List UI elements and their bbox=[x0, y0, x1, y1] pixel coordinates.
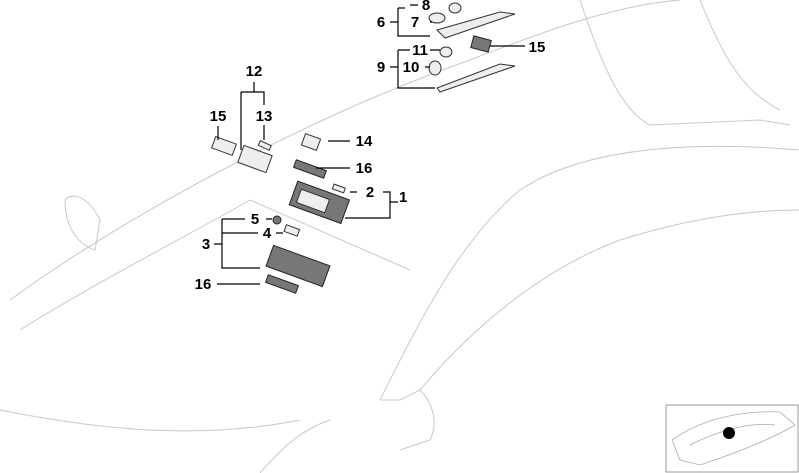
callout-13[interactable]: 13 bbox=[256, 108, 273, 125]
location-marker-icon bbox=[723, 427, 735, 439]
location-inset bbox=[665, 404, 799, 473]
socket-part bbox=[272, 215, 282, 225]
bulb-part bbox=[428, 12, 446, 24]
callout-11[interactable]: 11 bbox=[412, 42, 428, 59]
callout-6[interactable]: 6 bbox=[377, 14, 385, 31]
bulb-part bbox=[257, 139, 272, 151]
switch-part bbox=[210, 135, 238, 157]
callout-4[interactable]: 4 bbox=[263, 225, 272, 242]
callout-10[interactable]: 10 bbox=[403, 59, 420, 76]
bulb-part bbox=[331, 183, 346, 194]
trim-part bbox=[264, 274, 300, 294]
callout-14[interactable]: 14 bbox=[356, 133, 373, 150]
callout-9[interactable]: 9 bbox=[377, 59, 385, 76]
reading-light-part bbox=[436, 63, 516, 93]
callout-15-right[interactable]: 15 bbox=[529, 39, 546, 56]
leader-lines bbox=[214, 4, 525, 285]
callout-16-lower[interactable]: 16 bbox=[195, 276, 212, 293]
light-part bbox=[237, 144, 273, 174]
callout-1[interactable]: 1 bbox=[399, 189, 407, 206]
parts bbox=[210, 2, 516, 294]
trim-part bbox=[292, 159, 328, 179]
callout-8[interactable]: 8 bbox=[422, 0, 430, 14]
callout-2[interactable]: 2 bbox=[366, 184, 374, 201]
interior-light-part bbox=[265, 244, 331, 288]
callout-16-upper[interactable]: 16 bbox=[356, 160, 373, 177]
bulb-socket-part bbox=[439, 46, 453, 58]
bulb-part bbox=[283, 224, 301, 237]
callout-12[interactable]: 12 bbox=[246, 63, 263, 80]
callout-5[interactable]: 5 bbox=[251, 211, 259, 228]
bulb-part bbox=[428, 60, 442, 76]
callout-7[interactable]: 7 bbox=[411, 14, 419, 31]
cover-part bbox=[300, 132, 322, 152]
switch-part bbox=[470, 35, 492, 53]
rear-reading-light-part bbox=[436, 11, 516, 39]
callout-15-left[interactable]: 15 bbox=[210, 108, 227, 125]
callout-3[interactable]: 3 bbox=[202, 236, 210, 253]
callout-labels: 1 2 3 4 5 6 7 8 9 10 11 12 13 14 15 15 1… bbox=[195, 0, 546, 293]
bulb-socket-part bbox=[448, 2, 462, 14]
